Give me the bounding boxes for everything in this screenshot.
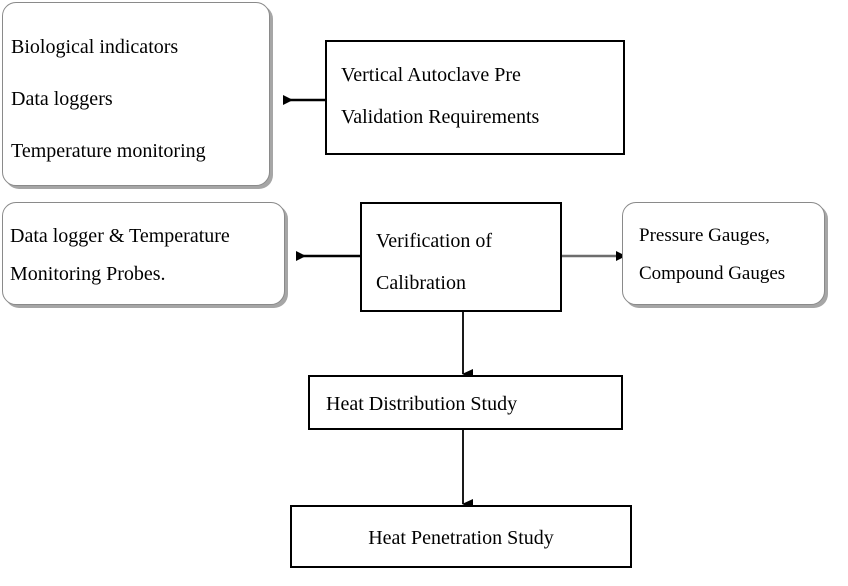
node-heat-penetration-study[interactable]: Heat Penetration Study	[290, 505, 632, 568]
node-verification-of-calibration-line-2: Calibration	[376, 272, 466, 294]
node-biological-indicators-line-1: Biological indicators	[11, 36, 179, 58]
node-verification-of-calibration[interactable]: Verification of Calibration	[360, 202, 562, 312]
node-biological-indicators-line-2: Data loggers	[11, 88, 113, 110]
node-biological-indicators-line-3: Temperature monitoring	[11, 140, 206, 162]
node-data-logger-probes[interactable]: Data logger & Temperature Monitoring Pro…	[2, 202, 285, 305]
node-pressure-gauges-line-2: Compound Gauges	[639, 263, 786, 284]
node-pre-validation-requirements-line-2: Validation Requirements	[341, 106, 540, 128]
node-pressure-gauges[interactable]: Pressure Gauges, Compound Gauges	[622, 202, 825, 305]
node-data-logger-probes-line-2: Monitoring Probes.	[10, 263, 166, 285]
node-heat-penetration-study-line-1: Heat Penetration Study	[368, 527, 554, 549]
node-pressure-gauges-line-1: Pressure Gauges,	[639, 225, 770, 246]
node-biological-indicators[interactable]: Biological indicators Data loggers Tempe…	[2, 2, 270, 186]
node-pre-validation-requirements[interactable]: Vertical Autoclave Pre Validation Requir…	[325, 40, 625, 155]
node-heat-distribution-study-line-1: Heat Distribution Study	[326, 393, 518, 415]
node-heat-distribution-study[interactable]: Heat Distribution Study	[308, 375, 623, 430]
node-pre-validation-requirements-line-1: Vertical Autoclave Pre	[341, 64, 521, 86]
node-data-logger-probes-line-1: Data logger & Temperature	[10, 225, 230, 247]
node-verification-of-calibration-line-1: Verification of	[376, 230, 493, 252]
